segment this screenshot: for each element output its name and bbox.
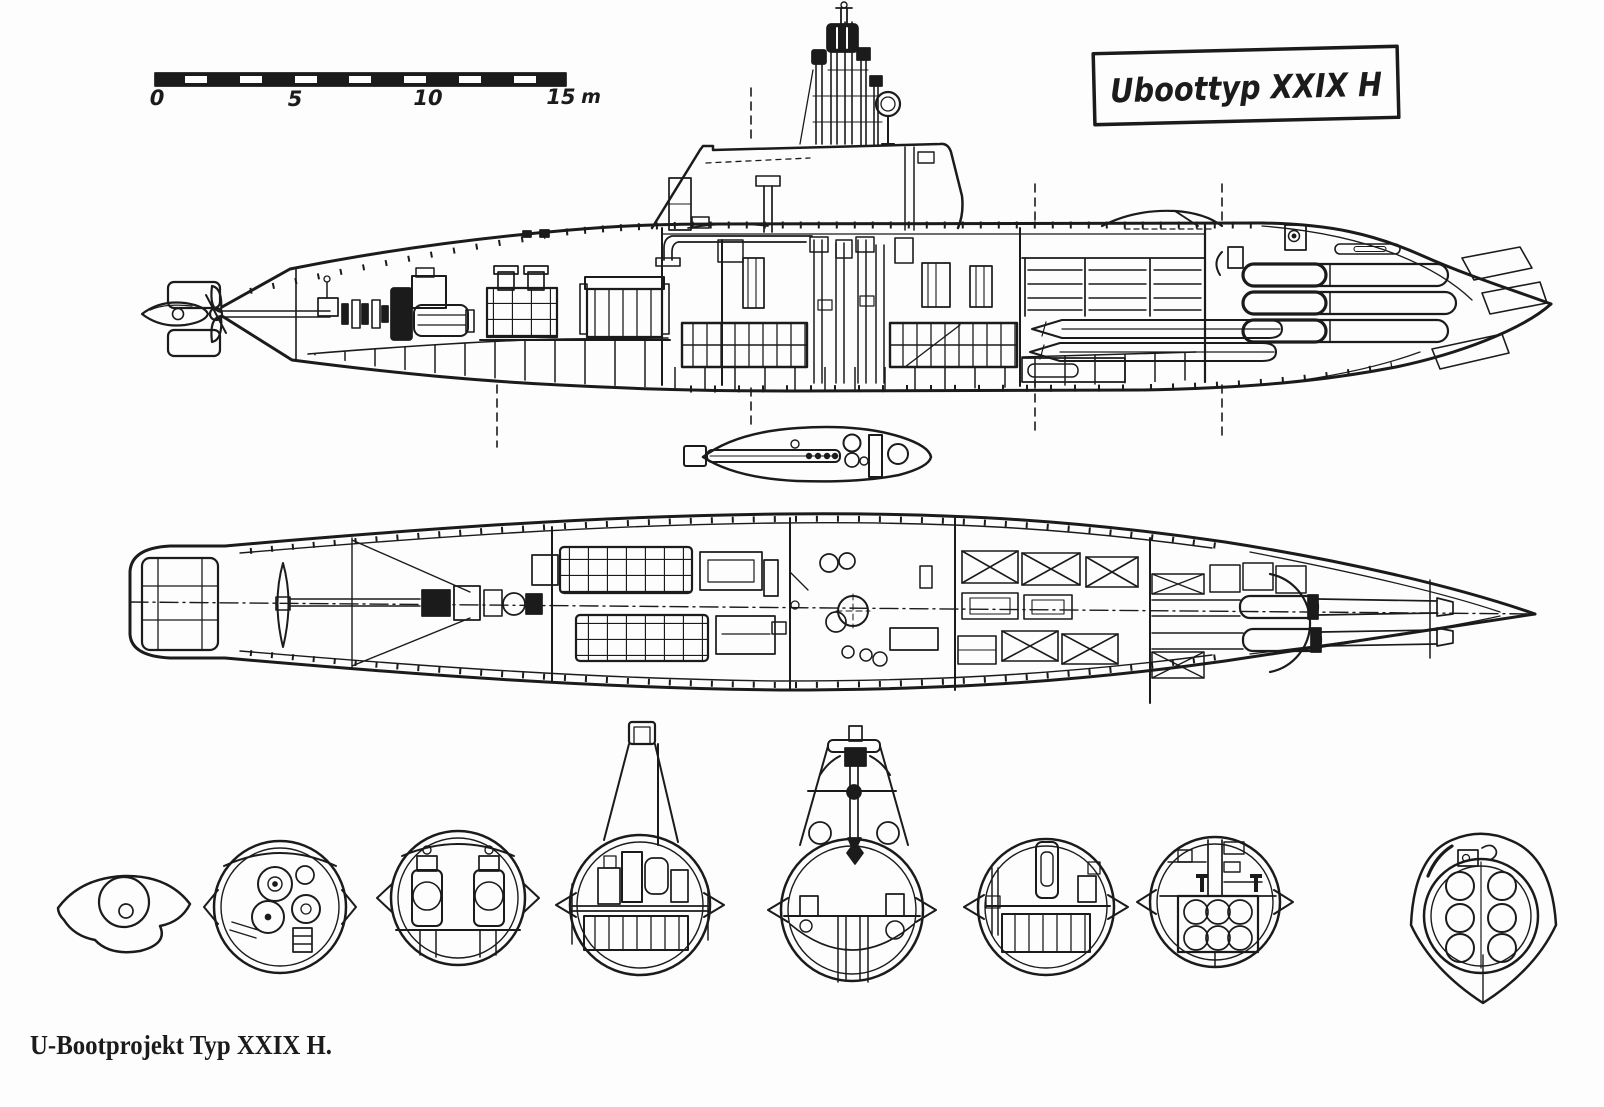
title-box-border [1091, 44, 1401, 127]
deck-plan-view [128, 512, 1539, 704]
snorkel-head-cluster [805, 452, 839, 460]
scale-bar-segments [185, 76, 536, 83]
cross-section-2-motor-room [203, 839, 357, 975]
title-text: Uboottyp XXIX H [1110, 65, 1383, 111]
cross-section-8-bow-tubes [1409, 832, 1558, 1005]
torpedo-tube-plan-stbd [1238, 594, 1320, 620]
diesel-engines [479, 265, 671, 341]
lower-rudder-plate [166, 328, 222, 358]
plan-centerline [129, 601, 1539, 615]
cross-section-4-aft-tower [555, 720, 725, 977]
periscopes-and-masts [799, 1, 902, 146]
cross-section-5-control-tower [767, 725, 937, 983]
pressure-hull-dome [1268, 572, 1312, 674]
caption-text: U-Bootprojekt Typ XXIX H. [30, 1029, 332, 1060]
cross-sections [56, 720, 1558, 1005]
bow-compartment [1021, 209, 1548, 385]
periscope-head [826, 23, 859, 53]
side-elevation-view [140, 1, 1553, 448]
electric-motor [390, 287, 413, 341]
plan-hull-outline [128, 512, 1539, 692]
bow-plane-wells [1431, 246, 1548, 370]
engine-plan-stbd [558, 545, 694, 595]
plan-torpedo-room [1151, 562, 1454, 679]
engine-plan-port [574, 613, 710, 663]
periscope-wells [813, 239, 885, 384]
ballast-tank-band [308, 338, 1196, 391]
title-box: Uboottyp XXIX H [1091, 44, 1401, 127]
plan-stern-gear [140, 537, 543, 669]
rudder-box-plan [140, 556, 220, 652]
scale-unit: m [581, 86, 601, 108]
section-cut-lines [496, 87, 1223, 448]
cross-section-6-living-quarters [963, 837, 1129, 977]
plan-accommodation [957, 550, 1139, 665]
scale-tick-0: 0 [150, 86, 165, 110]
scale-tick-5: 5 [288, 87, 303, 111]
hatch-circle [842, 433, 862, 453]
propeller-plan [276, 562, 290, 648]
induction-pipe [663, 235, 813, 261]
propeller-rudder-assembly [140, 280, 331, 358]
plan-frame-ticks [249, 515, 1226, 688]
cross-section-3-engine-room [376, 829, 540, 967]
plan-bulkheads [551, 517, 1151, 704]
scale-tick-15: 15 [546, 85, 575, 109]
plan-control-room [763, 552, 939, 667]
scale-bar: 0 5 10 15 m [150, 72, 601, 111]
scale-tick-10: 10 [413, 86, 442, 110]
battery-rooms-and-trunk [655, 175, 1019, 384]
stern-machinery [317, 267, 475, 341]
bow-torpedo-tubes-side [1241, 262, 1458, 344]
hatch-circle [887, 443, 909, 465]
cross-section-1-stern-tip [56, 874, 192, 954]
conning-tower [522, 142, 964, 238]
plan-engine-room [531, 545, 776, 663]
cross-section-7-torpedo-stowage [1136, 835, 1294, 969]
sail-plan-view [683, 425, 933, 483]
